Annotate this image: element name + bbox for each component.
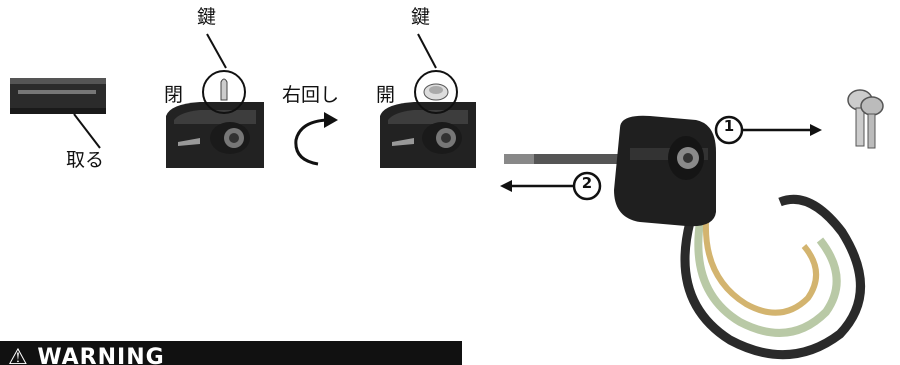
marker-2: 2 (581, 174, 593, 192)
marker-1: 1 (723, 117, 735, 135)
closed-label: 閉 (164, 84, 184, 106)
warning-heading: ⚠ WARNING (8, 345, 165, 365)
key-label-open: 鍵 (411, 6, 431, 28)
key-label-closed: 鍵 (197, 6, 217, 28)
open-label: 開 (376, 84, 396, 106)
cap-removal-illustration (10, 78, 106, 149)
rotate-arrow-icon (294, 112, 338, 166)
warning-banner: ⚠ WARNING (0, 341, 462, 365)
lock-closed-illustration (166, 33, 264, 168)
lock-open-illustration (380, 33, 476, 168)
cable-lock-product-illustration (500, 89, 884, 360)
turn-right-label: 右回し (282, 84, 340, 106)
remove-label: 取る (66, 149, 105, 171)
